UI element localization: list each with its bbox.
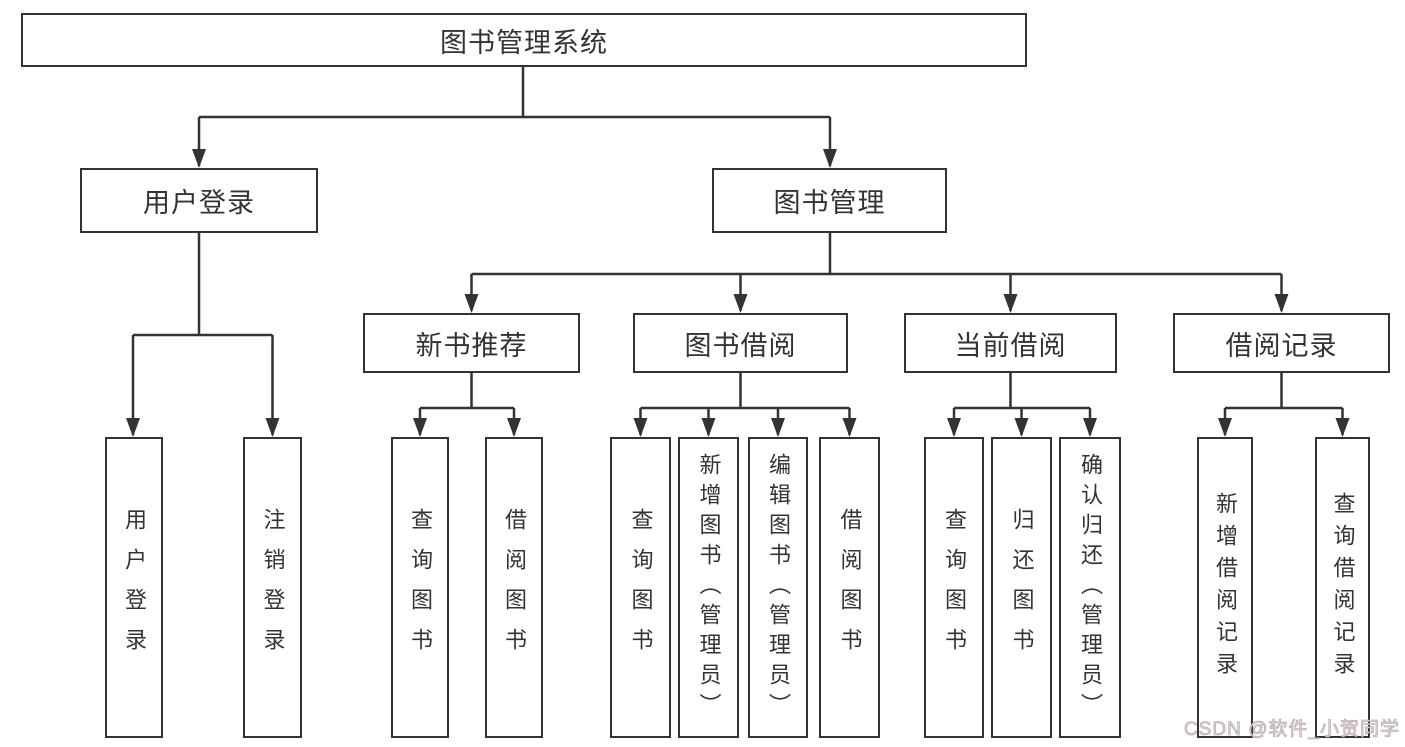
connector-shafts <box>131 67 1344 435</box>
leaf-borrow-books: 借阅图书 <box>819 437 880 738</box>
node-book-borrowing: 图书借阅 <box>633 313 848 373</box>
leaf-return-books: 归还图书 <box>991 437 1052 738</box>
leaf-user-login: 用户登录 <box>105 437 163 738</box>
leaf-add-books-admin: 新增图书（管理员） <box>678 437 739 738</box>
leaf-query-books-borrowing: 查询图书 <box>610 437 671 738</box>
csdn-watermark: CSDN @软件_小贺同学 <box>1184 719 1400 741</box>
node-book-management: 图书管理 <box>712 168 947 233</box>
leaf-confirm-return-admin: 确认归还（管理员） <box>1059 437 1121 738</box>
leaf-borrow-books-recommend: 借阅图书 <box>485 437 543 738</box>
leaf-add-borrow-record: 新增借阅记录 <box>1197 437 1253 738</box>
node-user-login: 用户登录 <box>80 168 318 233</box>
leaf-query-books-current: 查询图书 <box>924 437 984 738</box>
leaf-query-books-recommend: 查询图书 <box>391 437 449 738</box>
node-new-book-recommendation: 新书推荐 <box>363 313 580 373</box>
node-book-management-system: 图书管理系统 <box>21 13 1027 67</box>
node-current-borrowing: 当前借阅 <box>904 313 1117 373</box>
leaf-logout: 注销登录 <box>243 437 302 738</box>
leaf-query-borrow-record: 查询借阅记录 <box>1315 437 1370 738</box>
node-borrowing-records: 借阅记录 <box>1173 313 1390 373</box>
leaf-edit-books-admin: 编辑图书（管理员） <box>748 437 808 738</box>
